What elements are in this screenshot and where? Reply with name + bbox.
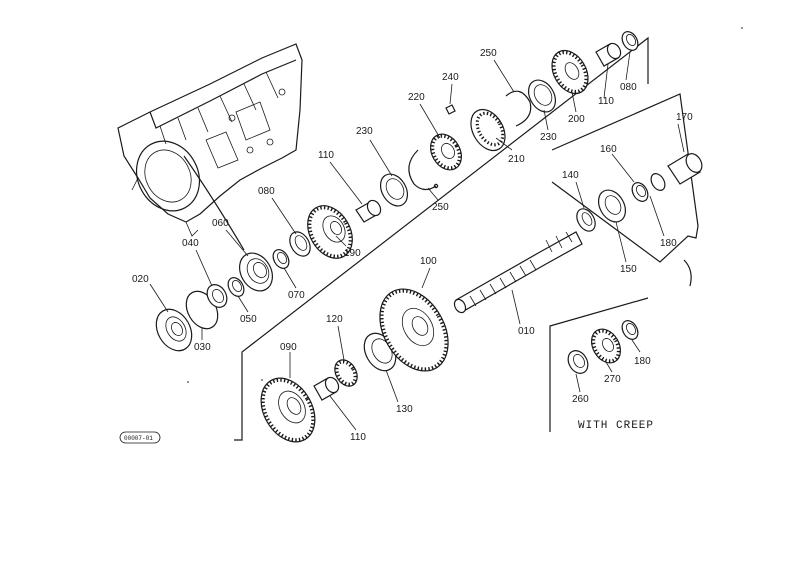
part-080-washer	[289, 231, 311, 257]
part-250-snap-ring-upper	[505, 90, 532, 127]
part-190-gear	[307, 205, 353, 259]
callout-220: 220	[408, 92, 425, 103]
callout-080-top: 080	[620, 82, 637, 93]
part-120-gear	[334, 359, 358, 387]
callout-180-creep: 180	[634, 356, 651, 367]
callout-110-top: 110	[598, 96, 614, 107]
part-160-washer	[631, 182, 649, 202]
part-140-collar	[576, 208, 596, 232]
part-060-bearing	[239, 252, 273, 292]
callout-230-lower: 230	[356, 126, 373, 137]
part-270-gear	[590, 328, 622, 364]
callout-110-upper: 110	[318, 150, 334, 161]
scan-specks	[187, 27, 743, 383]
with-creep-caption: WITH CREEP	[578, 420, 654, 432]
callout-270: 270	[604, 374, 621, 385]
part-180-snap-ring	[650, 173, 666, 191]
part-020-bearing	[155, 308, 193, 352]
callout-110-lower: 110	[350, 432, 366, 443]
drawing-code-stamp: 00007-01	[119, 431, 161, 444]
callout-210: 210	[508, 154, 525, 165]
part-070-collar	[272, 249, 290, 269]
callout-150: 150	[620, 264, 637, 275]
part-090-gear	[260, 377, 316, 443]
part-180-snap-ring-creep	[621, 320, 639, 340]
callout-170: 170	[676, 112, 693, 123]
callout-160: 160	[600, 144, 617, 155]
callout-230-upper: 230	[540, 132, 557, 143]
part-110-needle-bearing-upper	[595, 42, 622, 67]
callout-070: 070	[288, 290, 305, 301]
part-110-needle-bearing-lower	[313, 376, 340, 401]
callout-130: 130	[396, 404, 413, 415]
callout-090: 090	[280, 342, 297, 353]
part-040-washer	[206, 284, 228, 308]
callout-100: 100	[420, 256, 437, 267]
part-220-shifter-hub	[429, 133, 463, 171]
part-100-gear	[379, 288, 449, 372]
callout-060: 060	[212, 218, 229, 229]
callout-010: 010	[518, 326, 535, 337]
callout-240: 240	[442, 72, 459, 83]
part-010-main-shaft	[453, 231, 583, 314]
assembly-lines	[183, 36, 699, 441]
part-230-collar	[379, 173, 409, 207]
callout-180-right: 180	[660, 238, 677, 249]
callout-080-left: 080	[258, 186, 275, 197]
callout-250-lower: 250	[432, 202, 449, 213]
callout-050: 050	[240, 314, 257, 325]
part-240-key	[445, 104, 456, 115]
callout-260: 260	[572, 394, 589, 405]
transmission-housing	[117, 43, 303, 237]
callout-250-upper: 250	[480, 48, 497, 59]
callout-labels: 010 020 030 040 050 060 070 080 080 090 …	[132, 48, 693, 443]
callout-140: 140	[562, 170, 579, 181]
callout-190: 190	[344, 248, 361, 259]
part-260-collar	[567, 350, 589, 374]
callout-200: 200	[568, 114, 585, 125]
part-210-shift-sleeve	[470, 108, 506, 152]
part-170-needle-bearing	[667, 153, 703, 185]
leader-lines	[149, 51, 685, 431]
part-150-bearing	[597, 189, 627, 223]
part-110-needle-bearing	[355, 199, 382, 223]
part-080-washer-upper	[621, 31, 639, 51]
part-230-collar-upper	[527, 79, 557, 113]
callout-020: 020	[132, 274, 149, 285]
drawing-code: 00007-01	[124, 435, 153, 442]
callout-040: 040	[182, 238, 199, 249]
callout-120: 120	[326, 314, 343, 325]
callout-030: 030	[194, 342, 211, 353]
part-050-collar	[227, 277, 245, 297]
part-200-gear	[551, 49, 589, 95]
